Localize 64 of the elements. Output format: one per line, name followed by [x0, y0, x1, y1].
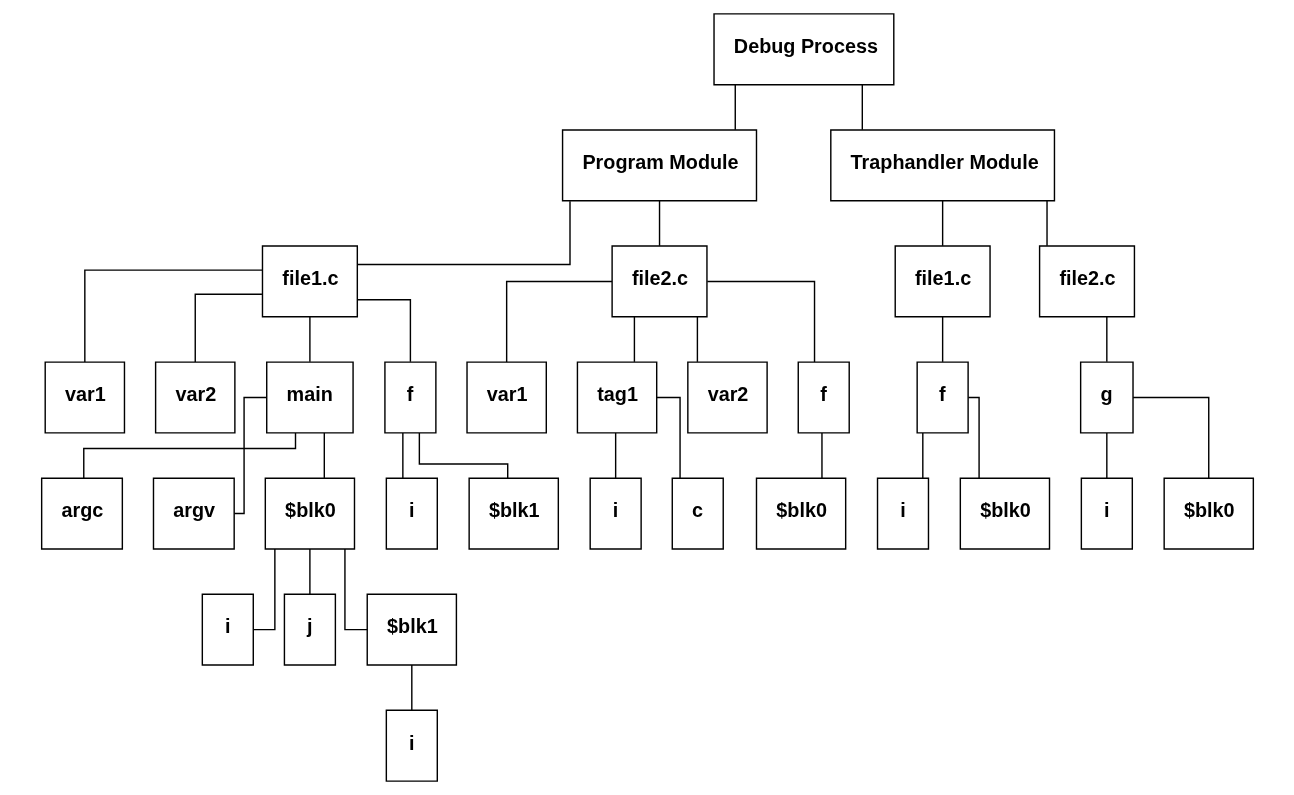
node-box: argv — [152, 477, 235, 550]
node-box: f — [797, 361, 850, 434]
node-box: Traphandler Module — [829, 129, 1055, 202]
node-box: $blk1 — [366, 593, 457, 666]
connector — [967, 396, 980, 479]
connector — [614, 432, 616, 479]
node-box: i — [385, 709, 438, 782]
node-box: var2 — [686, 361, 768, 434]
node-box: Program Module — [561, 129, 757, 202]
node-box: var1 — [44, 361, 125, 434]
connector — [418, 432, 508, 479]
connector — [410, 664, 413, 711]
connector — [505, 280, 613, 363]
node-box: var2 — [154, 361, 236, 434]
connector — [941, 316, 943, 363]
node-box: file2.c — [610, 245, 708, 318]
node-box: file1.c — [894, 245, 991, 318]
node-box: f — [915, 361, 969, 434]
connector — [633, 316, 635, 363]
node-box: i — [385, 477, 438, 550]
connector — [941, 200, 943, 247]
node-box: i — [588, 477, 642, 550]
connector — [308, 548, 311, 595]
node-box: c — [671, 477, 724, 550]
node-box: $blk0 — [959, 477, 1050, 550]
node-box: tag1 — [576, 361, 657, 434]
node-box: $blk1 — [467, 477, 559, 550]
connector — [734, 84, 736, 131]
connector — [252, 548, 276, 631]
connector — [1105, 432, 1108, 479]
connector — [356, 200, 571, 266]
node-box: j — [283, 593, 336, 666]
connector — [820, 432, 823, 479]
node-box: i — [1080, 477, 1133, 550]
connector — [308, 316, 311, 363]
connector — [861, 84, 863, 131]
connector — [706, 280, 815, 363]
connector — [194, 293, 263, 363]
node-box: main — [265, 361, 354, 434]
node-box: i — [876, 477, 929, 550]
node-box: file1.c — [261, 245, 358, 318]
connector — [921, 432, 924, 479]
node-box: $blk0 — [264, 477, 355, 550]
connector — [323, 432, 325, 479]
node-box: f — [383, 361, 437, 434]
node-box: argc — [40, 477, 123, 550]
node-box: Debug Process — [712, 13, 894, 86]
connector — [343, 548, 368, 631]
connector — [1105, 316, 1108, 363]
connector — [83, 269, 263, 363]
node-box: $blk0 — [755, 477, 846, 550]
node-box: $blk0 — [1162, 477, 1254, 550]
node-box: var1 — [465, 361, 547, 434]
connector — [655, 396, 681, 479]
connector — [356, 299, 411, 363]
node-box: i — [201, 593, 254, 666]
node-box: file2.c — [1038, 245, 1135, 318]
connector — [1131, 396, 1209, 479]
node-box: g — [1079, 361, 1134, 434]
connector — [1045, 200, 1048, 247]
connector — [401, 432, 404, 479]
connector — [658, 200, 660, 247]
connector — [696, 316, 698, 363]
connector — [233, 396, 267, 515]
